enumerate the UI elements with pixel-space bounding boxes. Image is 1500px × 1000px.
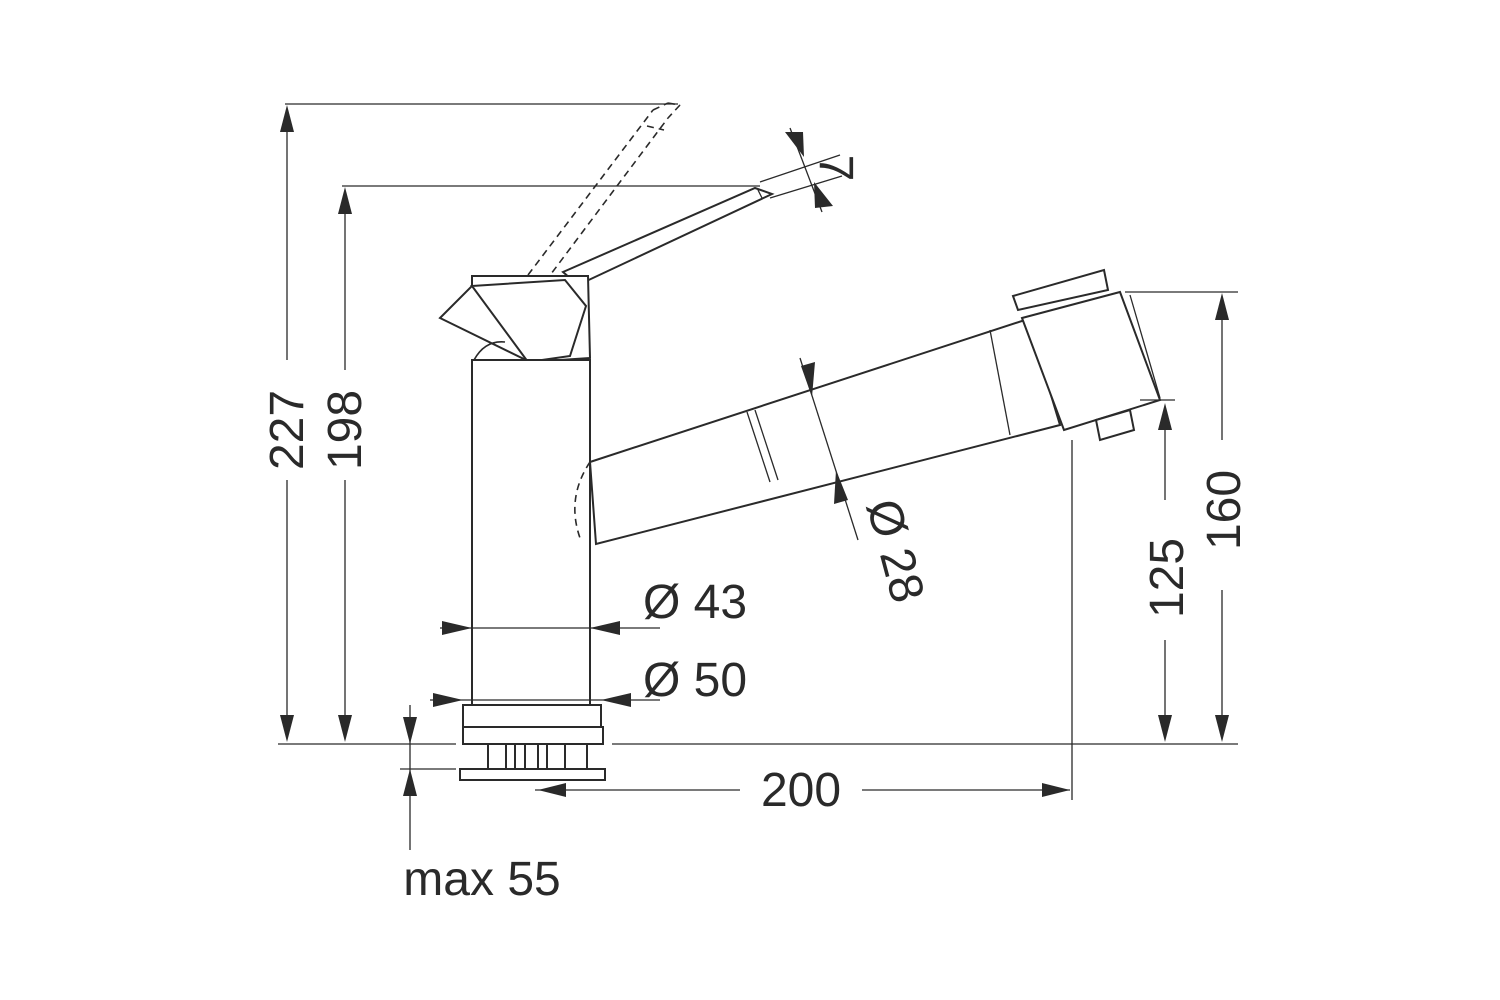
faucet-outline bbox=[438, 102, 1162, 781]
faucet-base bbox=[459, 704, 606, 781]
label-125: 125 bbox=[1141, 538, 1194, 618]
label-227: 227 bbox=[261, 390, 314, 470]
dimension-labels: 227 198 7 Ø 43 Ø 50 Ø 28 200 125 160 max… bbox=[261, 155, 1251, 906]
label-160: 160 bbox=[1198, 470, 1251, 550]
dimension-lines bbox=[278, 103, 1238, 850]
label-d43: Ø 43 bbox=[643, 576, 747, 629]
faucet-spout bbox=[574, 268, 1162, 546]
label-7: 7 bbox=[809, 155, 862, 182]
label-max55: max 55 bbox=[403, 853, 560, 906]
faucet-body bbox=[471, 359, 591, 706]
handle-head bbox=[438, 275, 592, 364]
label-d50: Ø 50 bbox=[643, 654, 747, 707]
label-d28: Ø 28 bbox=[856, 494, 934, 608]
lever-lowered bbox=[561, 186, 775, 287]
label-198: 198 bbox=[319, 390, 372, 470]
label-200: 200 bbox=[761, 764, 841, 817]
